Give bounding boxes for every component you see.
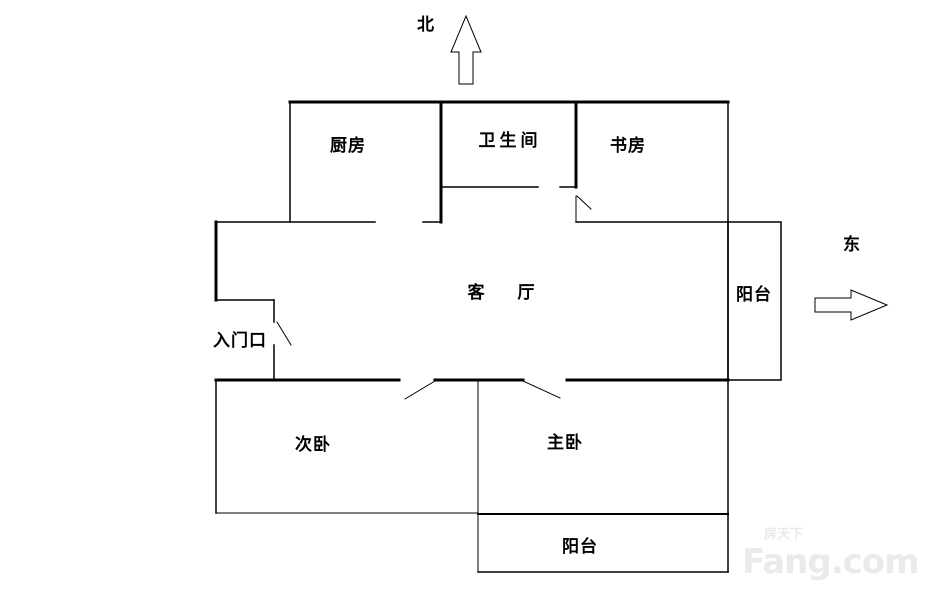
door-swing <box>404 380 436 400</box>
room-label-east-balcony: 阳台 <box>736 284 772 305</box>
room-label-second-bedroom: 次卧 <box>295 434 331 455</box>
east-balcony-outline <box>727 221 782 381</box>
east-arrow-icon <box>814 289 889 321</box>
door-swing <box>522 380 561 399</box>
door-swing <box>576 195 592 210</box>
room-label-kitchen: 厨房 <box>330 135 366 156</box>
north-arrow-icon <box>450 14 482 85</box>
room-label-master-bedroom: 主卧 <box>547 432 583 453</box>
east-label: 东 <box>843 234 861 255</box>
room-label-bathroom: 卫生间 <box>478 130 542 151</box>
room-label-south-balcony: 阳台 <box>562 536 598 557</box>
room-label-entrance: 入门口 <box>213 330 267 351</box>
watermark-cn: 房天下 <box>764 527 804 542</box>
north-label: 北 <box>417 14 435 35</box>
door-swing <box>276 321 292 346</box>
room-label-study: 书房 <box>610 135 646 156</box>
room-label-living-room: 客 厅 <box>467 282 543 303</box>
watermark-logo: 房天下 Fang.com <box>742 528 932 588</box>
watermark-en: Fang.com <box>742 542 920 582</box>
